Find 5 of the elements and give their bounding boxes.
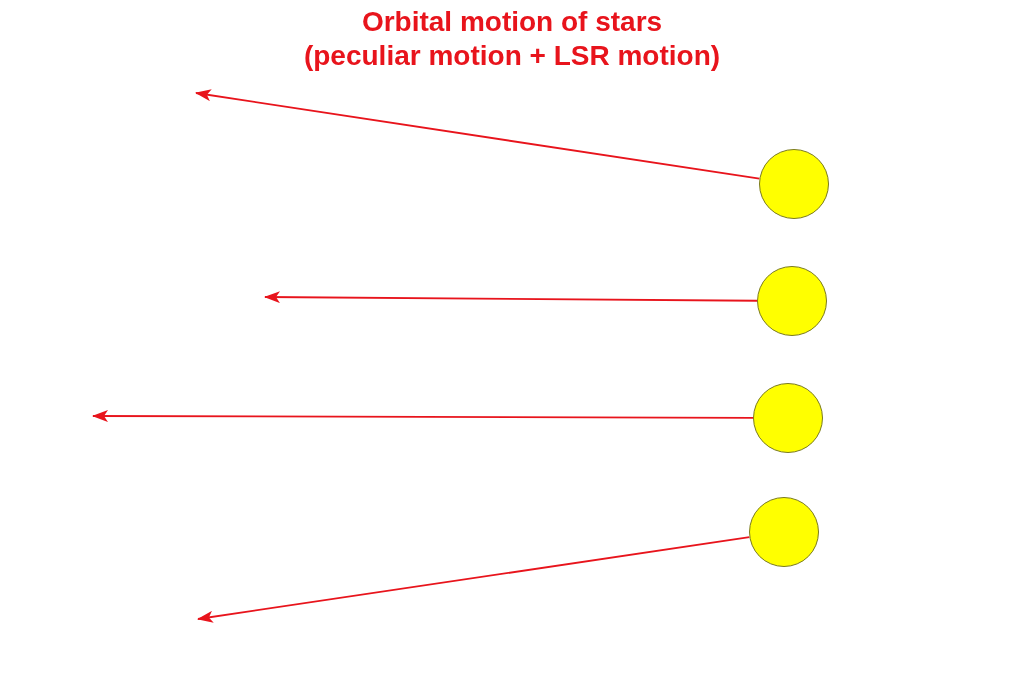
diagram-title: Orbital motion of stars (peculiar motion + LSR motion) [302,5,722,73]
arrow [195,89,761,180]
arrow [92,410,754,423]
arrow [197,536,751,623]
arrow [264,291,758,304]
